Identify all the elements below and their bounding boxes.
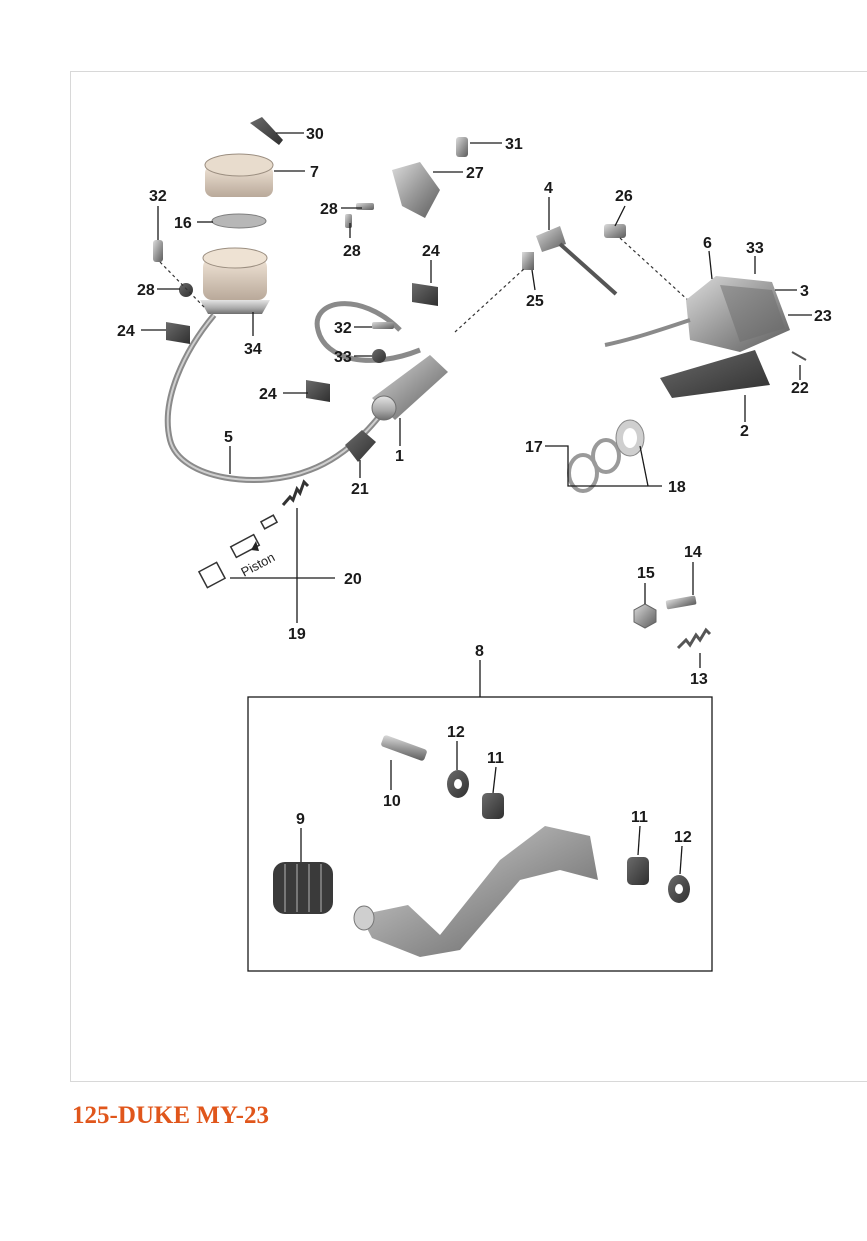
part-17-seals (567, 438, 621, 493)
part-24-clip (306, 380, 330, 402)
callout-9: 9 (296, 811, 305, 828)
callout-28: 28 (343, 243, 361, 260)
callout-33: 33 (334, 349, 352, 366)
part-1-master-cylinder (371, 355, 448, 421)
callout-12: 12 (447, 724, 465, 741)
part-20-piston-kit (197, 514, 279, 589)
callout-5: 5 (224, 429, 233, 446)
part-16-diaphragm (211, 213, 267, 229)
callout-24: 24 (422, 243, 440, 260)
callout-15: 15 (637, 565, 655, 582)
callout-23: 23 (814, 308, 832, 325)
part-line-to-caliper (604, 318, 691, 347)
part-26-banjo-bolt (604, 224, 626, 238)
part-11-bushing (627, 857, 649, 885)
callout-7: 7 (310, 164, 319, 181)
part-33-nut (372, 349, 386, 363)
callout-20: 20 (344, 571, 362, 588)
callout-2: 2 (740, 423, 749, 440)
callout-33: 33 (746, 240, 764, 257)
callout-19: 19 (288, 626, 306, 643)
callout-31: 31 (505, 136, 523, 153)
part-28-grommet (179, 283, 193, 297)
callout-3: 3 (800, 283, 809, 300)
part-15-nut (633, 603, 657, 629)
callout-32: 32 (149, 188, 167, 205)
callouts: 30 7 16 32 28 34 24 31 27 28 28 24 4 26 … (117, 126, 832, 846)
callout-12: 12 (674, 829, 692, 846)
callout-13: 13 (690, 671, 708, 688)
part-28-bolt (356, 203, 374, 210)
part-21-clip (345, 430, 376, 462)
part-28-bolt (345, 214, 352, 228)
part-11-bushing (482, 793, 504, 819)
part-4-push-rod (522, 226, 618, 296)
callout-11: 11 (631, 809, 648, 826)
callout-25: 25 (526, 293, 544, 310)
callout-27: 27 (466, 165, 484, 182)
part-34-reservoir (200, 247, 270, 314)
callout-24: 24 (117, 323, 135, 340)
callout-1: 1 (395, 448, 404, 465)
callout-28: 28 (320, 201, 338, 218)
part-8-group-box (247, 696, 713, 972)
callout-34: 34 (244, 341, 262, 358)
callout-26: 26 (615, 188, 633, 205)
callout-14: 14 (684, 544, 702, 561)
callout-28: 28 (137, 282, 155, 299)
callout-16: 16 (174, 215, 192, 232)
model-title: 125-DUKE MY-23 (72, 1102, 269, 1129)
part-2-caliper-bracket (660, 350, 770, 398)
leader-lines (141, 132, 812, 875)
part-brake-lever (353, 826, 598, 957)
part-24-clip (412, 283, 438, 306)
callout-21: 21 (351, 481, 369, 498)
callout-4: 4 (544, 180, 553, 197)
part-32-bolt (153, 240, 163, 262)
callout-24: 24 (259, 386, 277, 403)
callout-8: 8 (475, 643, 484, 660)
part-32-bolt (372, 322, 394, 329)
part-9-rubber-pad (273, 862, 333, 914)
part-5-hose (164, 313, 408, 483)
piston-arrow-icon (251, 541, 259, 551)
part-18-piston (615, 419, 645, 457)
part-19-spring (281, 479, 310, 506)
callout-22: 22 (791, 380, 809, 397)
part-30-tool (250, 117, 283, 145)
callout-11: 11 (487, 750, 504, 767)
part-13-spring (676, 627, 712, 650)
part-14-bolt (665, 595, 697, 610)
part-24-clip (166, 322, 190, 344)
callout-18: 18 (668, 479, 686, 496)
part-3-brake-caliper (686, 276, 790, 352)
part-27-bracket (392, 162, 440, 218)
part-10-bolt (381, 735, 427, 761)
part-31-bolt (456, 137, 468, 157)
part-22-pin (791, 351, 807, 361)
callout-6: 6 (703, 235, 712, 252)
part-7-reservoir-cap (204, 153, 274, 197)
callout-30: 30 (306, 126, 324, 143)
callout-32: 32 (334, 320, 352, 337)
callout-17: 17 (525, 439, 543, 456)
callout-10: 10 (383, 793, 401, 810)
